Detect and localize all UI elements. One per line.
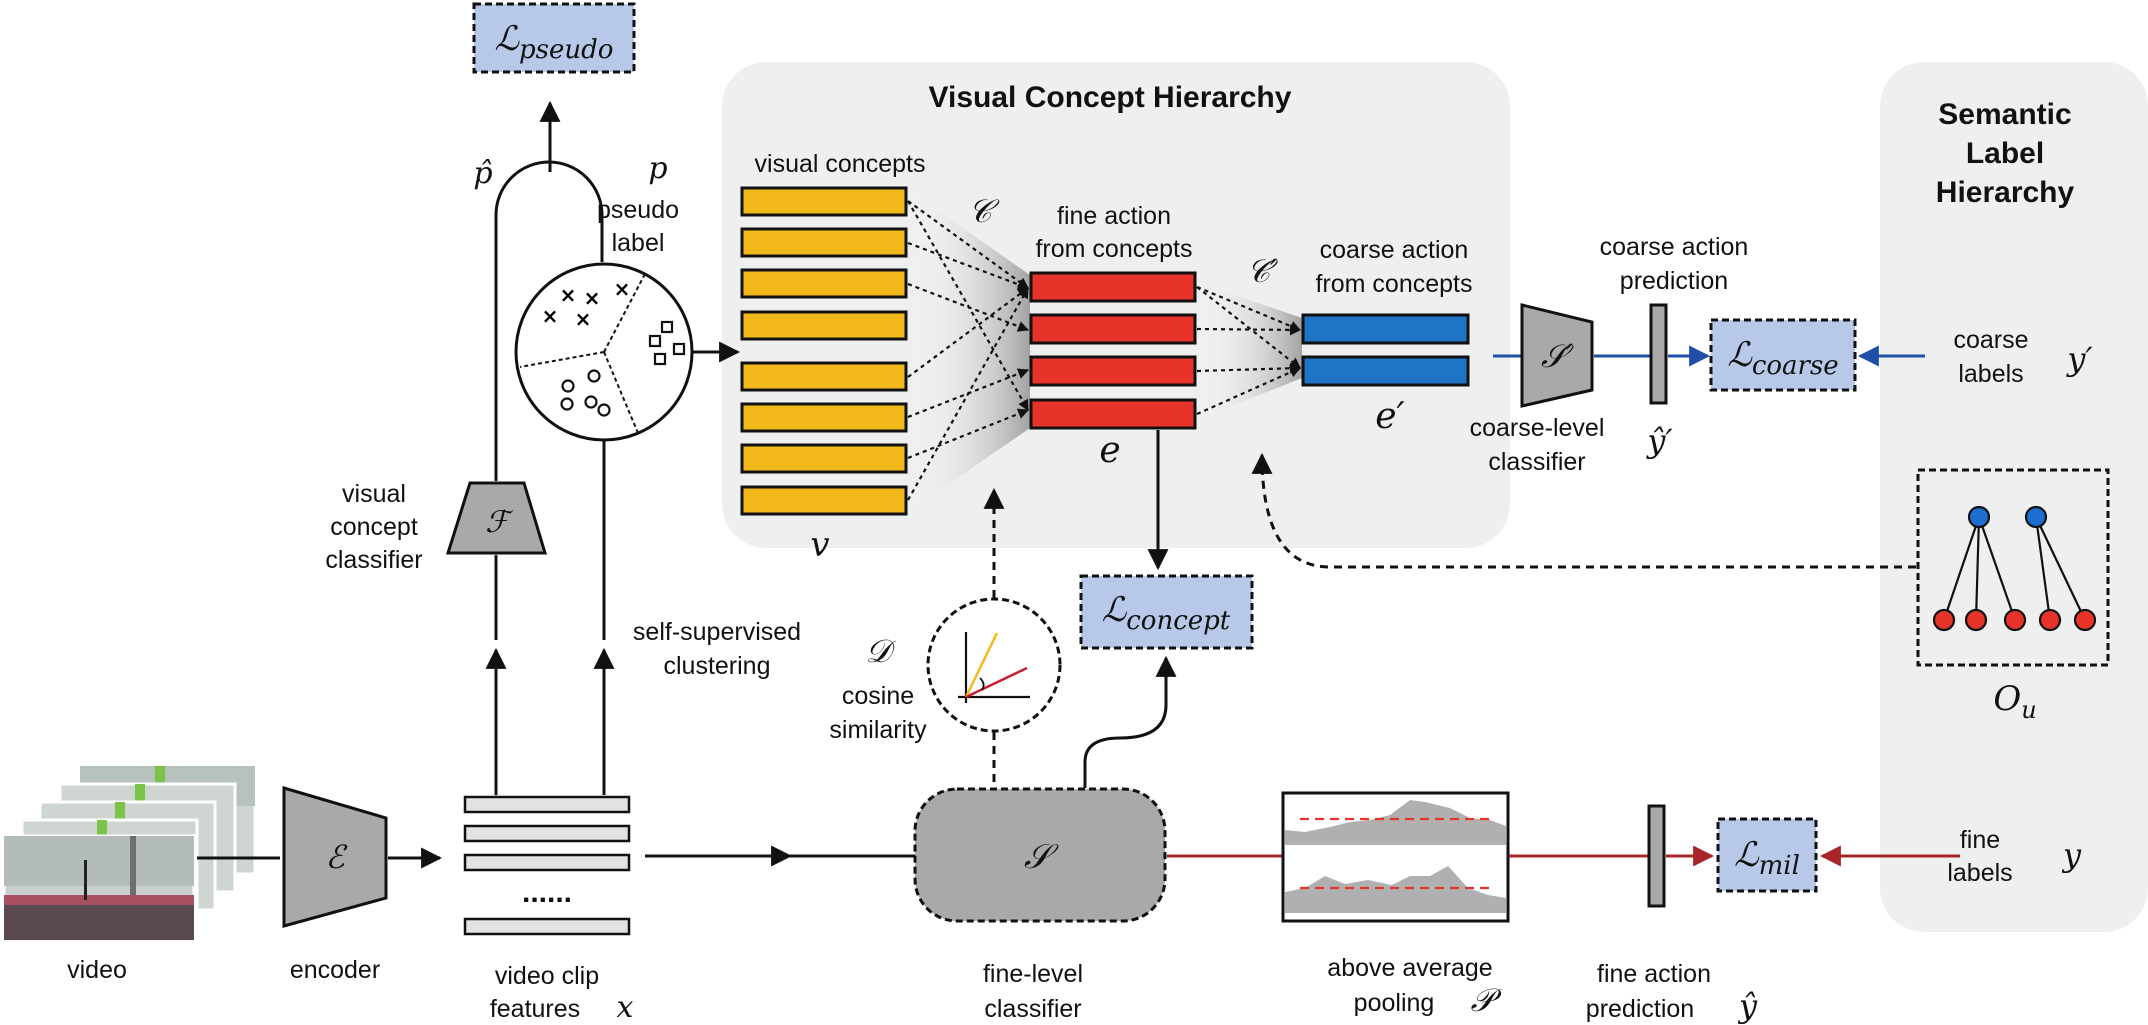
svg-text:×: × [560,283,577,307]
coarse-prediction-1: coarse action [1600,233,1749,261]
encoder-label: encoder [290,956,380,984]
svg-text:×: × [584,286,601,310]
coarse-labels-2: labels [1958,360,2023,388]
visual-hierarchy-panel [722,62,1510,548]
y-prime-label: y′ [2065,340,2093,378]
fine-action-bars [1029,271,1197,430]
cosine-icon [958,632,1030,703]
concept-mapping-C-prime [1196,285,1302,416]
P-symbol: 𝒫 [1470,981,1502,1019]
semantic-hierarchy-title-2: Label [1966,137,2044,170]
visual-concept-classifier-3: classifier [325,546,422,574]
v-symbol: v [810,525,829,565]
fine-level-classifier-1: fine-level [983,960,1083,988]
coarse-prediction-bar [1649,303,1668,405]
encoder-block [282,785,388,928]
fine-from-concepts-1: fine action [1057,202,1171,230]
pseudo-label-2: label [612,229,665,257]
clustering-circle: × × × × × [514,262,694,442]
svg-text:×: × [542,304,559,328]
clip-features-symbol: x [617,990,634,1025]
pooling-curve-bottom [1285,866,1506,913]
loss-mil: ℒmil [1734,835,1800,881]
cosine-label-2: similarity [829,716,927,744]
visual-concept-classifier-2: concept [330,513,418,541]
O-u-label: Ou [1993,679,2036,724]
coarse-level-classifier-2: classifier [1488,448,1585,476]
svg-text:×: × [614,277,631,301]
pooling-label-2: pooling [1354,989,1435,1017]
C-prime-symbol: 𝒞′ [1247,252,1279,290]
pooling-label-1: above average [1327,954,1492,982]
p-label: p [648,151,667,186]
loss-pseudo: ℒpseudo [495,19,614,65]
cosine-label-1: cosine [842,682,914,710]
clip-features [463,795,631,936]
y-hat: ŷ [1737,987,1758,1025]
encoder-symbol: ℰ [325,838,348,876]
fine-prediction-1: fine action [1597,960,1711,988]
e-prime-symbol: e′ [1375,396,1404,437]
visual-concepts-label: visual concepts [755,150,926,178]
svg-text:×: × [575,307,592,331]
clip-dots: ...... [522,876,572,909]
loss-coarse: ℒcoarse [1727,335,1838,381]
p-hat-label: p̂ [473,156,492,191]
coarse-action-bars [1301,313,1470,387]
y-label: y [2061,836,2082,874]
visual-concept-classifier-1: visual [342,480,406,508]
coarse-level-classifier-1: coarse-level [1470,414,1605,442]
self-supervised-2: clustering [664,652,771,680]
S-prime-block [1520,303,1594,408]
visual-hierarchy-title: Visual Concept Hierarchy [929,81,1292,114]
loss-concept: ℒconcept [1102,590,1231,636]
coarse-from-concepts-2: from concepts [1315,270,1472,298]
y-hat-prime: ŷ′ [1645,422,1673,460]
loss-mil-box [1716,817,1818,893]
clip-features-label-1: video clip [495,962,599,990]
visual-concept-bars [740,186,908,516]
F-block [445,481,548,555]
loss-pseudo-box [472,2,636,74]
fine-from-concepts-2: from concepts [1035,235,1192,263]
video-frames [2,764,257,942]
semantic-hierarchy-title-3: Hierarchy [1936,176,2075,209]
semantic-hierarchy-panel [1880,62,2148,932]
e-symbol: e [1099,430,1120,471]
video-label: video [67,956,127,984]
cosine-circle [926,597,1062,733]
loss-coarse-box [1709,318,1857,392]
fine-labels-2: labels [1947,859,2012,887]
coarse-labels-1: coarse [1953,326,2028,354]
fine-level-classifier-2: classifier [984,995,1081,1023]
loss-concept-box [1079,574,1254,650]
clip-features-label-2: features [490,995,580,1023]
semantic-hierarchy-title-1: Semantic [1938,98,2071,131]
self-supervised-1: self-supervised [633,618,801,646]
S-prime-symbol: 𝒮′ [1541,337,1574,375]
pseudo-label-1: pseudo [597,196,679,224]
S-block [913,787,1167,923]
ontology-box [1916,468,2110,667]
fine-prediction-2: prediction [1586,995,1694,1023]
fine-labels-1: fine [1960,826,2000,854]
coarse-from-concepts-1: coarse action [1320,236,1469,264]
concept-mapping-C [907,200,1030,501]
fine-prediction-bar [1647,804,1666,908]
pooling-curve-top [1285,800,1506,845]
ontology-tree [1932,505,2097,632]
coarse-prediction-2: prediction [1620,267,1728,295]
D-symbol: 𝒟 [865,632,896,670]
